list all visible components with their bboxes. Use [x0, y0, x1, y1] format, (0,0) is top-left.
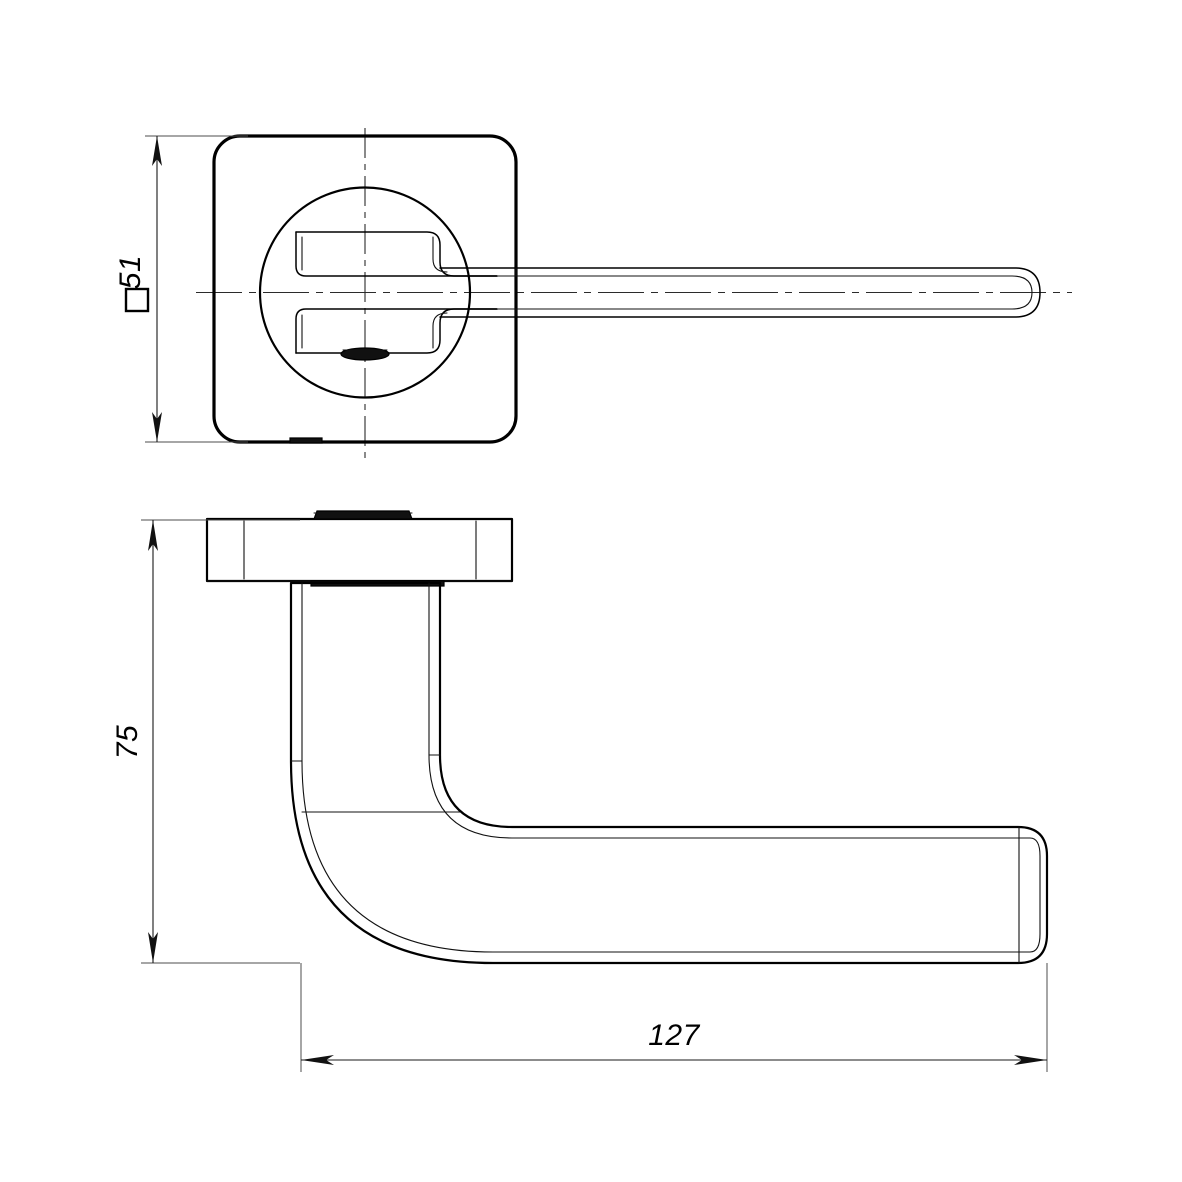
rose-size-arrow-bottom: [152, 412, 162, 442]
rose-side-plate: [205, 517, 514, 583]
lever-tip-inner-arc: [1029, 837, 1041, 953]
dimension-rose-size: 51: [114, 135, 248, 443]
rose-square-outline: [212, 134, 518, 444]
square-dimension-symbol: [124, 287, 150, 313]
neck-lower-right-chamfer: [432, 312, 448, 349]
proj-arrow-top: [148, 520, 158, 551]
grub-screw-icon: [340, 347, 390, 361]
rose-circle-boss: [258, 186, 472, 399]
neck-upper-right-chamfer: [432, 236, 448, 273]
neck-lower-outline: [295, 308, 498, 354]
lever-inner-edge-highlight: [428, 582, 1031, 839]
lever-bar-tip-inner-arc: [1011, 275, 1033, 310]
rose-top-ridge: [313, 510, 413, 520]
neck-upper-inner: [295, 231, 498, 277]
lever-bar-top-outline: [439, 267, 1041, 318]
lever-outer-edge-highlight: [301, 582, 1031, 953]
len-arrow-left: [301, 1055, 334, 1065]
top-view: 51: [114, 128, 1072, 462]
len-arrow-right: [1014, 1055, 1047, 1065]
rose-size-dim-text: 51: [114, 255, 147, 289]
proj-dim-text: 75: [111, 725, 144, 759]
rose-size-arrow-top: [152, 136, 162, 166]
rose-bottom-notch: [289, 437, 323, 444]
dimension-lever-length: 127: [300, 963, 1048, 1072]
dimension-lever-projection: 75: [111, 519, 300, 964]
lever-side-outer-profile: [289, 581, 1049, 965]
neck-lower-inner: [295, 308, 498, 354]
len-dim-text: 127: [648, 1019, 700, 1052]
neck-upper-outline: [295, 231, 498, 277]
side-view: 75 127: [111, 510, 1049, 1072]
proj-arrow-bottom: [148, 932, 158, 963]
